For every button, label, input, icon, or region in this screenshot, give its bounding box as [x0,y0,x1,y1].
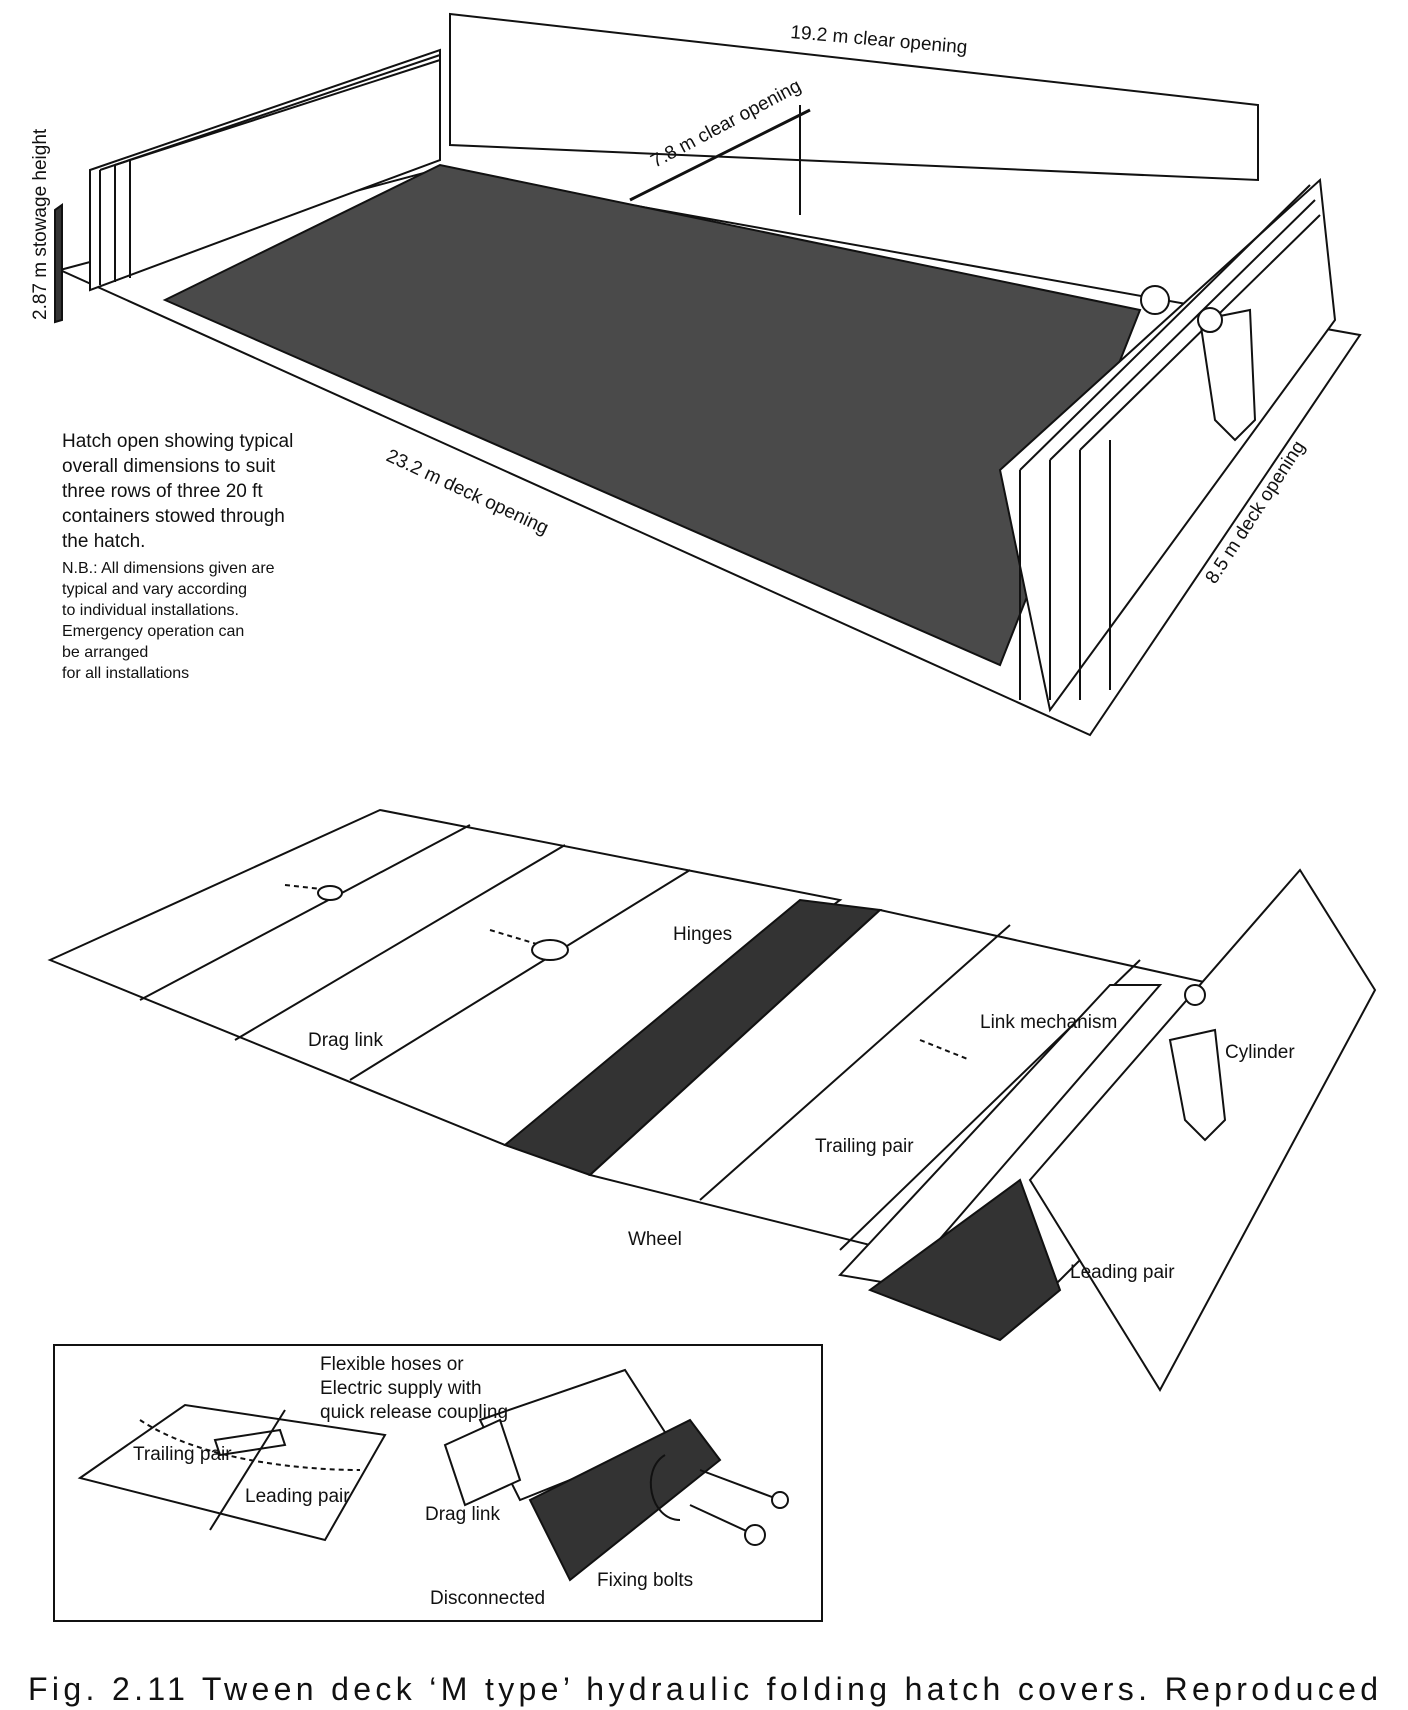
inset-hoses-line-2: Electric supply with [320,1378,482,1399]
label-wheel: Wheel [628,1229,682,1250]
middle-view-closing-hatch: Hinges Drag link Link mechanism Cylinder… [47,808,1377,1392]
inset-detail: Flexible hoses or Electric supply with q… [53,1344,823,1622]
right-stowed-panels [998,177,1337,713]
middle-link-mechanism [1184,984,1206,1006]
label-hinges: Hinges [673,924,732,945]
hatch-opening [162,163,1142,667]
note-line-2: typical and vary according [62,581,247,598]
inset-leading-pair: Leading pair [245,1486,350,1507]
left-stowed-panels [89,48,441,292]
description-line-1: Hatch open showing typical [62,431,293,452]
inset-hoses-line-1: Flexible hoses or [320,1354,464,1375]
inset-drag-link-label: Drag link [425,1504,500,1525]
description-line-2: overall dimensions to suit [62,456,276,477]
dim-clear-opening-19-2: 19.2 m clear opening [790,22,969,58]
inset-trailing-pair: Trailing pair [133,1444,232,1465]
note-line-3: to individual installations. [62,602,239,619]
inset-u-bolt [649,1454,681,1521]
note-line-5: be arranged [62,644,148,661]
left-closed-panels [47,808,843,1147]
figure-caption: Fig. 2.11 Tween deck ‘M type’ hydraulic … [28,1671,1378,1707]
label-leading-pair: Leading pair [1070,1262,1175,1283]
label-trailing-pair: Trailing pair [815,1136,914,1157]
inset-drag-link [443,1418,522,1507]
middle-cylinder [1168,1028,1227,1142]
dim-line-7-8 [629,108,811,202]
note-line-1: N.B.: All dimensions given are [62,560,275,577]
label-link-mechanism: Link mechanism [980,1012,1117,1033]
inset-disconnected: Disconnected [430,1588,545,1609]
note-line-4: Emergency operation can [62,623,244,640]
rear-wall-panel [449,12,1259,182]
label-cylinder: Cylinder [1225,1042,1295,1063]
inset-gap [528,1418,722,1582]
description-line-3: three rows of three 20 ft [62,481,263,502]
inset-hoses-line-3: quick release coupling [320,1402,508,1423]
under-fold-shadow [867,1178,1062,1342]
description-line-5: the hatch. [62,531,145,552]
inset-hose-dashed [139,1419,361,1471]
hydraulic-cylinder [1198,308,1257,442]
dim-stowage-height: 2.87 m stowage height [30,128,51,320]
label-drag-link: Drag link [308,1030,383,1051]
description-line-4: containers stowed through [62,506,285,527]
note-line-6: for all installations [62,665,189,682]
link-mechanism-icon [1140,285,1170,315]
top-view-open-hatch: 19.2 m clear opening 7.8 m clear opening… [30,12,1362,737]
inset-fixing-bolts: Fixing bolts [597,1570,693,1591]
stowage-height-marker [54,203,63,324]
inset-panel-pair [77,1403,387,1542]
